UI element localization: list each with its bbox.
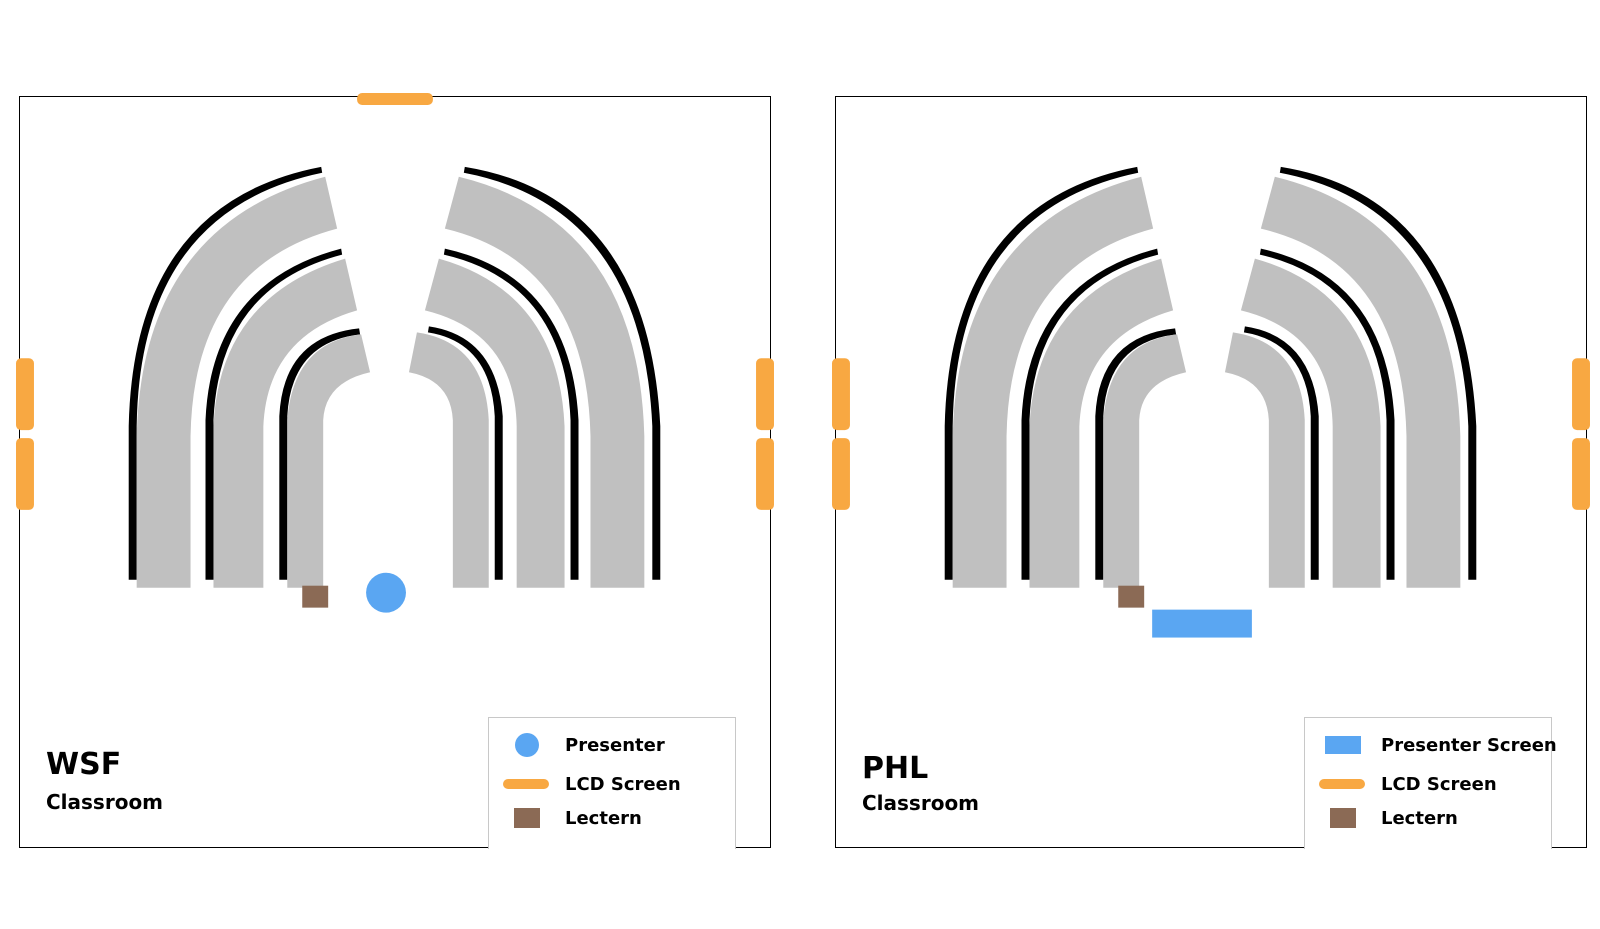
legend-row-presenter: Presenter xyxy=(489,730,735,760)
lcd-screen-swatch-icon xyxy=(1319,779,1365,789)
seat-row-right-outer xyxy=(444,176,645,588)
legend-row-lectern: Lectern xyxy=(489,803,735,833)
legend-row-presenter-screen: Presenter Screen xyxy=(1305,730,1557,760)
seat-row-left-inner xyxy=(287,334,371,588)
lcd-screen-left-1 xyxy=(832,358,850,431)
seat-row-right-middle xyxy=(1240,258,1381,588)
lcd-screen-right-2 xyxy=(1572,438,1590,510)
room-code: WSF xyxy=(46,747,122,782)
presenter-screen-swatch-icon xyxy=(1325,736,1361,754)
seat-row-right-middle xyxy=(424,258,565,588)
lcd-screen-right-2 xyxy=(756,438,774,510)
lcd-screen-left-1 xyxy=(16,358,34,431)
floor-plan-wsf xyxy=(16,93,774,613)
lectern-swatch-icon xyxy=(1330,808,1356,828)
legend-label-lectern: Lectern xyxy=(565,808,642,829)
legend: Presenter Screen LCD Screen Lectern xyxy=(1304,717,1557,849)
seat-row-right-outer xyxy=(1260,176,1461,588)
legend-label-presenter: Presenter xyxy=(565,735,665,756)
lcd-screen-top xyxy=(357,93,433,105)
lectern xyxy=(302,585,329,608)
lcd-screen-right-1 xyxy=(1572,358,1590,431)
room-code: PHL xyxy=(862,751,929,786)
seat-row-left-outer xyxy=(136,176,338,588)
room-type: Classroom xyxy=(46,790,164,814)
legend-label-lcd: LCD Screen xyxy=(565,774,681,795)
presenter-swatch-icon xyxy=(515,733,539,757)
seat-row-right-inner xyxy=(1224,332,1305,588)
seat-row-left-middle xyxy=(1029,258,1174,588)
legend-label-presenter-screen: Presenter Screen xyxy=(1381,735,1557,756)
room-plan-phl: PHL Classroom Presenter Screen LCD Scree… xyxy=(832,96,1590,849)
room-type: Classroom xyxy=(862,791,980,815)
wall-right-inner xyxy=(1243,326,1319,580)
lcd-screen-right-1 xyxy=(756,358,774,431)
legend-row-lcd: LCD Screen xyxy=(489,769,735,799)
legend: Presenter LCD Screen Lectern xyxy=(488,717,736,849)
legend-label-lcd: LCD Screen xyxy=(1381,774,1497,795)
lcd-screen-left-2 xyxy=(16,438,34,510)
lectern xyxy=(1118,585,1145,608)
presenter-marker xyxy=(366,572,406,613)
seat-row-left-middle xyxy=(213,258,358,588)
seat-row-right-inner xyxy=(408,332,489,588)
seat-row-left-outer xyxy=(952,176,1154,588)
legend-label-lectern: Lectern xyxy=(1381,808,1458,829)
legend-row-lcd: LCD Screen xyxy=(1305,769,1551,799)
floor-plan-phl xyxy=(832,166,1590,638)
room-plan-wsf: WSF Classroom Presenter LCD Screen Lecte… xyxy=(16,93,774,849)
wall-right-inner xyxy=(427,326,503,580)
presenter-screen xyxy=(1152,609,1252,638)
lcd-screen-swatch-icon xyxy=(503,779,549,789)
lectern-swatch-icon xyxy=(514,808,540,828)
legend-row-lectern: Lectern xyxy=(1305,803,1551,833)
lcd-screen-left-2 xyxy=(832,438,850,510)
seat-row-left-inner xyxy=(1103,334,1187,588)
